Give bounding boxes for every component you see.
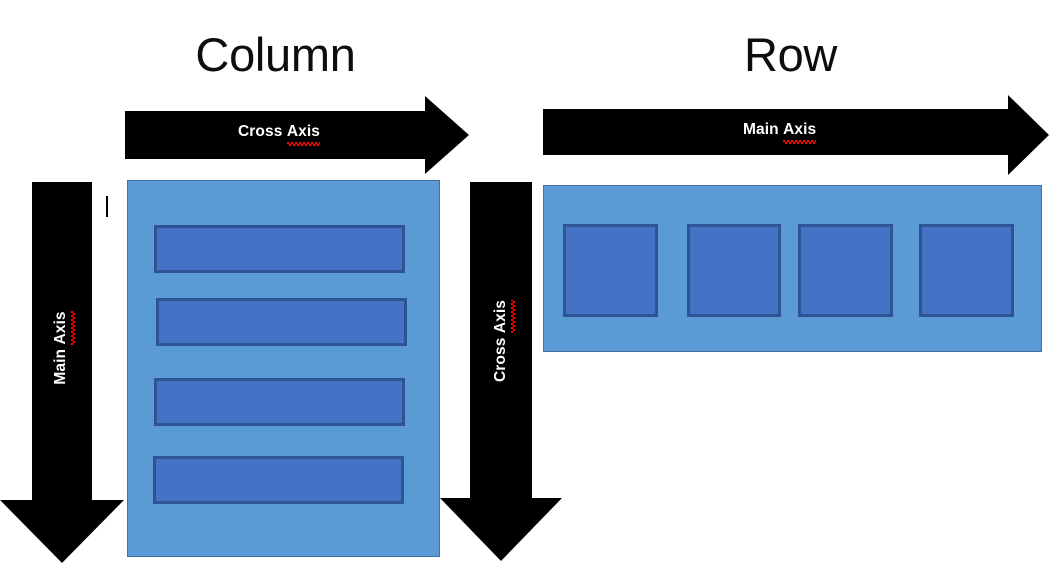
column-cross-axis-arrow: Cross Axis xyxy=(125,96,469,174)
row-cross-axis-label: Cross Axis xyxy=(492,299,510,383)
row-main-axis-label-prefix: Main xyxy=(743,121,784,138)
column-flex-item xyxy=(154,225,405,273)
column-main-axis-arrow: Main Axis xyxy=(0,182,124,563)
column-main-axis-label: Main Axis xyxy=(52,308,70,388)
row-title: Row xyxy=(743,28,838,81)
column-flex-item xyxy=(156,298,407,346)
column-cross-axis-label-prefix: Cross xyxy=(238,123,287,140)
row-cross-axis-label-prefix: Cross xyxy=(492,333,509,382)
column-flex-item xyxy=(153,456,404,504)
row-flex-item xyxy=(563,224,658,317)
row-cross-axis-arrow: Cross Axis xyxy=(440,182,562,561)
row-main-axis-label: Main Axis xyxy=(743,121,817,144)
row-flex-item xyxy=(919,224,1014,317)
column-flex-container xyxy=(127,180,440,557)
row-flex-item xyxy=(687,224,781,317)
column-cross-axis-label: Cross Axis xyxy=(238,123,321,146)
row-main-axis-arrow: Main Axis xyxy=(543,95,1049,175)
column-title: Column xyxy=(195,28,356,81)
row-flex-item xyxy=(798,224,893,317)
column-main-axis-label-word: Axis xyxy=(52,311,69,345)
text-caret-artifact xyxy=(106,196,108,217)
row-main-axis-label-word: Axis xyxy=(783,121,817,144)
row-flex-container xyxy=(543,185,1042,352)
column-flex-item xyxy=(154,378,405,426)
row-cross-axis-label-word: Axis xyxy=(492,300,509,334)
column-main-axis-label-prefix: Main xyxy=(52,344,69,385)
column-cross-axis-label-word: Axis xyxy=(286,123,321,146)
